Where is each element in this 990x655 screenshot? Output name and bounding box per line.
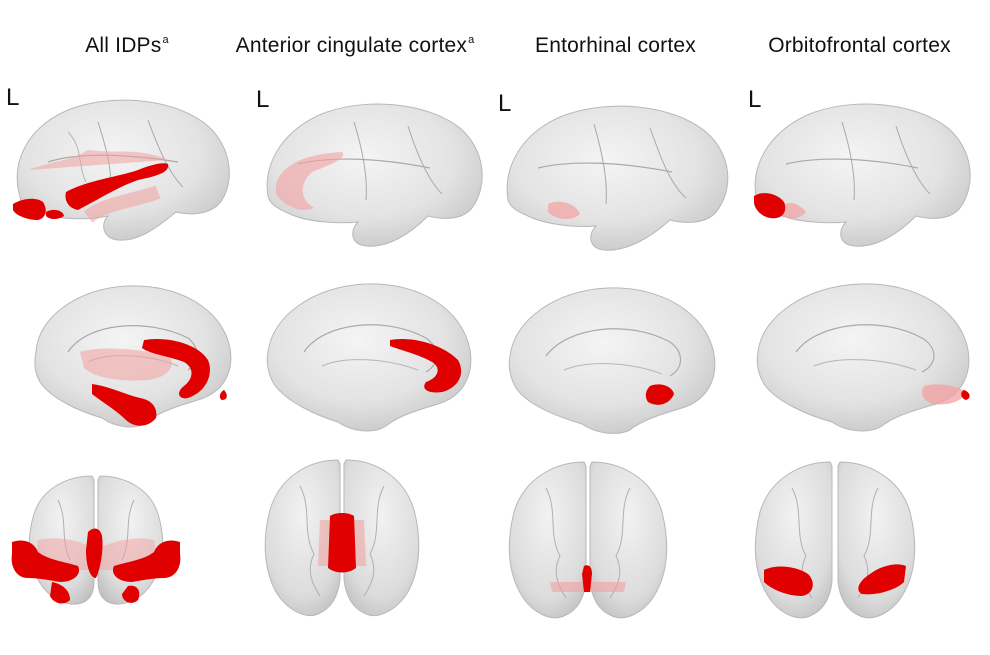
brain-lateral-orbitofrontal [754,103,971,247]
hemisphere-label: L [748,86,762,113]
brain-frontal-orbitofrontal [754,461,916,619]
brain-medial-entorhinal [508,287,716,434]
brain-lateral-all-idps [13,99,230,241]
hemisphere-label: L [256,86,270,113]
column-title-anterior-cingulate: Anterior cingulate cortexa [210,34,500,58]
brain-lateral-anterior-cingulate [266,103,483,247]
hemisphere-label: L [498,90,512,117]
brain-frontal-entorhinal [508,461,668,619]
column-title-all-idps: All IDPsa [52,34,202,58]
brain-frontal-anterior-cingulate [264,459,420,616]
column-title-orbitofrontal: Orbitofrontal cortex [740,34,980,58]
column-title-text: Anterior cingulate cortex [235,34,468,57]
column-title-text: All IDPs [85,34,162,57]
footnote-marker: a [468,34,475,46]
hemisphere-label: L [6,84,20,111]
footnote-marker: a [162,34,169,46]
brain-medial-anterior-cingulate [266,283,472,432]
brain-medial-orbitofrontal [756,283,970,432]
column-title-text: Entorhinal cortex [535,34,696,57]
column-title-entorhinal: Entorhinal cortex [508,34,724,58]
brain-medial-all-idps [34,285,232,428]
column-title-text: Orbitofrontal cortex [768,34,951,57]
brain-lateral-entorhinal [506,105,729,251]
brain-frontal-all-idps [11,475,181,605]
